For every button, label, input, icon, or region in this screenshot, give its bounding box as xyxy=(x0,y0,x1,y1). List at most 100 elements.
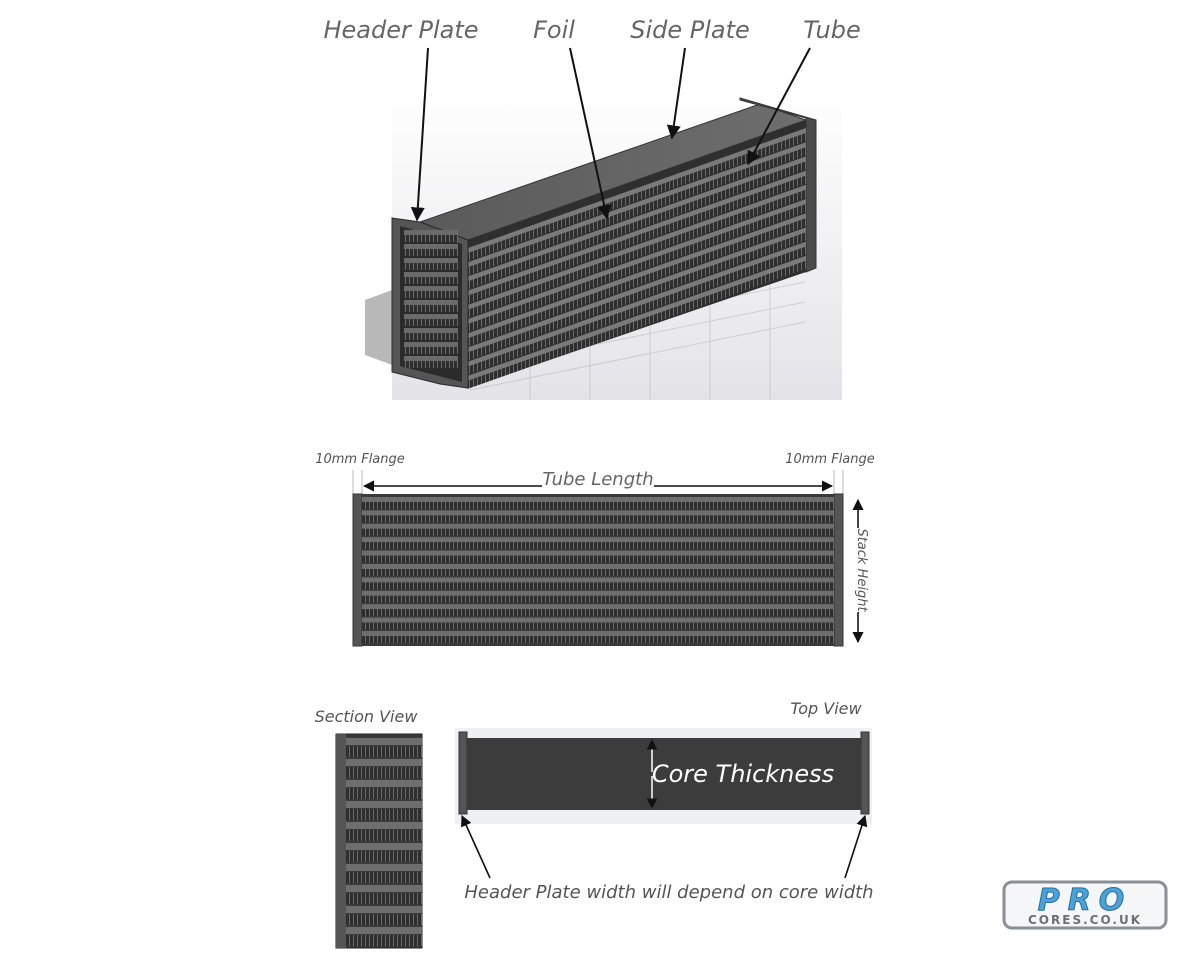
front-tube xyxy=(362,510,834,516)
front-tube xyxy=(362,577,834,583)
front-tube-rows xyxy=(362,497,834,643)
iso-end-fin xyxy=(404,347,458,354)
front-tube xyxy=(362,537,834,543)
section-fin xyxy=(346,788,422,799)
section-tube xyxy=(346,864,422,871)
iso-end-tube xyxy=(404,356,458,361)
section-rows xyxy=(346,738,422,946)
iso-tube xyxy=(468,213,806,339)
section-fin xyxy=(346,767,422,778)
iso-tube xyxy=(468,156,806,282)
section-view-title: Section View xyxy=(315,707,419,726)
arrow-foil xyxy=(569,47,612,220)
stack-height-label: Stack Height xyxy=(854,528,869,612)
iso-fin-row xyxy=(468,147,806,276)
front-fin-row xyxy=(362,609,834,617)
iso-fin-row xyxy=(468,204,806,332)
front-fin-row xyxy=(362,622,834,630)
iso-end-tube xyxy=(404,286,458,291)
arrow-side-plate xyxy=(666,47,686,140)
section-tube xyxy=(346,780,422,787)
iso-end-fin xyxy=(404,361,458,368)
front-fin-row xyxy=(362,555,834,563)
iso-fin-row xyxy=(468,189,806,318)
section-tube xyxy=(346,885,422,892)
pro-cores-logo: PRO CORES.CO.UK xyxy=(1002,880,1168,930)
iso-tube xyxy=(468,255,806,381)
arrow-header-plate xyxy=(410,47,429,222)
iso-tube xyxy=(468,184,806,310)
iso-tube xyxy=(468,199,806,324)
section-tube xyxy=(346,759,422,766)
callout-foil: Foil xyxy=(533,16,575,44)
iso-end-fin xyxy=(404,277,458,284)
logo-cores: CORES.CO.UK xyxy=(1028,913,1142,927)
front-fin-row xyxy=(362,502,834,509)
front-flange-right xyxy=(833,493,844,647)
front-view: 10mm Flange 10mm Flange Tube Length Stac… xyxy=(315,452,875,647)
note-arrow-left xyxy=(461,814,491,879)
top-header-right xyxy=(860,731,870,815)
isometric-view xyxy=(365,88,842,400)
iso-fin-row xyxy=(468,175,806,304)
section-tube xyxy=(346,801,422,808)
iso-fin-row xyxy=(468,232,806,361)
callout-header-plate: Header Plate xyxy=(323,16,478,44)
iso-end-fin xyxy=(404,235,458,242)
section-tube xyxy=(346,927,422,934)
iso-end-tube xyxy=(404,342,458,347)
front-tube xyxy=(362,497,834,502)
front-flange-left xyxy=(352,493,363,647)
iso-tube xyxy=(468,142,806,268)
front-tube xyxy=(362,604,834,610)
iso-end-fin xyxy=(404,249,458,256)
callout-side-plate: Side Plate xyxy=(630,16,750,44)
front-tube xyxy=(362,564,834,569)
iso-tube xyxy=(468,227,806,353)
iso-fin-row xyxy=(468,246,806,375)
right-flange-label: 10mm Flange xyxy=(785,452,875,467)
iso-fin-row xyxy=(468,161,806,290)
iso-end-fin xyxy=(404,291,458,298)
iso-end-tube xyxy=(404,300,458,305)
front-tube xyxy=(362,590,834,596)
top-core-body xyxy=(467,738,861,810)
left-flange-label: 10mm Flange xyxy=(315,452,405,467)
section-fin xyxy=(346,746,422,757)
front-tube xyxy=(362,631,834,636)
iso-tube xyxy=(468,241,806,367)
top-header-left xyxy=(458,731,468,815)
section-fin xyxy=(346,914,422,925)
section-view: Section View xyxy=(315,707,423,949)
front-fin-row xyxy=(362,595,834,603)
section-fin xyxy=(346,851,422,862)
iso-tube xyxy=(468,128,806,253)
note-arrow-right xyxy=(844,814,868,879)
iso-end-fin xyxy=(404,333,458,340)
iso-tube xyxy=(468,170,806,296)
front-tube xyxy=(362,617,834,623)
iso-fin-row xyxy=(468,218,806,347)
tube-length-label: Tube Length xyxy=(542,469,653,490)
callout-tube: Tube xyxy=(803,16,860,44)
front-fin-row xyxy=(362,528,834,536)
iso-fin-row xyxy=(468,260,806,389)
section-tube xyxy=(346,822,422,829)
iso-end-tube xyxy=(404,272,458,277)
iso-end-tube xyxy=(404,258,458,263)
iso-end-tube xyxy=(404,328,458,333)
iso-end-fins xyxy=(404,230,458,368)
front-tube xyxy=(362,523,834,529)
section-tube xyxy=(346,906,422,913)
front-fin-row xyxy=(362,542,834,550)
iso-end-fin xyxy=(404,319,458,326)
section-fin xyxy=(346,893,422,904)
front-tube xyxy=(362,550,834,556)
section-tube xyxy=(346,843,422,850)
section-header-plate xyxy=(336,734,346,948)
section-fin xyxy=(346,935,422,946)
iso-end-tube xyxy=(404,230,458,235)
arrow-tube xyxy=(747,47,811,166)
iso-tubes xyxy=(468,128,806,389)
